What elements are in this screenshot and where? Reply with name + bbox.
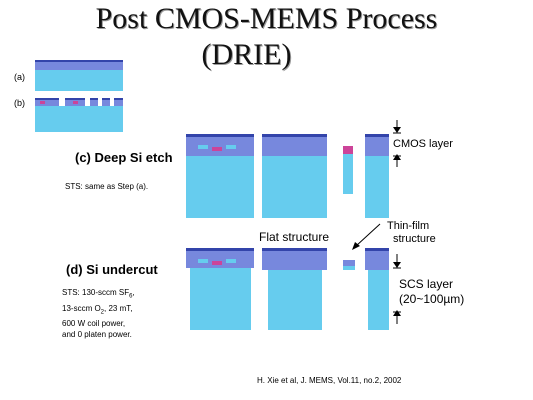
cmos-layer <box>186 134 254 156</box>
scs-layer-label-line1: SCS layer <box>399 277 454 291</box>
cmos-layer <box>365 248 389 270</box>
flat-structure-label: Flat structure <box>259 230 330 244</box>
step-c-note: STS: same as Step (a). <box>65 182 149 191</box>
step-d-note-line3: 600 W coil power, <box>62 319 126 329</box>
cmos-layer <box>262 248 327 270</box>
step-d-note-line4: and 0 platen power. <box>62 330 132 340</box>
step-d-heading: (d) Si undercut <box>66 262 158 277</box>
silicon-substrate <box>35 66 123 91</box>
step-d-note: STS: 130-sccm SF6, 13-sccm O2, 23 mT, 60… <box>62 287 135 340</box>
etch-opening <box>98 98 102 106</box>
step-c-structure <box>186 120 401 218</box>
thin-film-pointer <box>355 223 381 247</box>
cmos-layer <box>35 60 123 70</box>
metal-trace <box>73 101 78 104</box>
cmos-top-layer <box>35 60 123 62</box>
thin-film-label-line1: Thin-film <box>387 220 430 232</box>
arrow-head <box>393 154 401 160</box>
title-line2: (DRIE) <box>201 38 292 71</box>
silicon-pillar <box>368 270 389 330</box>
arrow-head <box>393 127 401 133</box>
cmos-layer <box>35 98 123 106</box>
cmos-top-layer <box>186 134 254 137</box>
step-d-structure <box>186 223 401 330</box>
step-d-note-line1: STS: 130-sccm SF6, <box>62 288 135 300</box>
metal-trace <box>198 259 208 263</box>
metal-trace <box>40 101 45 104</box>
metal-trace <box>343 146 353 154</box>
cmos-top-layer <box>186 248 254 251</box>
metal-trace <box>212 147 222 151</box>
silicon-substrate <box>35 106 123 132</box>
title-line1: Post CMOS-MEMS Process <box>95 2 438 35</box>
panel-a-wafer <box>35 60 123 91</box>
cmos-layer-label: CMOS layer <box>393 138 453 150</box>
panel-b-wafer <box>35 98 123 132</box>
cmos-top-layer <box>365 248 389 251</box>
etch-opening <box>110 98 114 106</box>
silicon-pillar <box>190 268 251 330</box>
metal-trace <box>212 261 222 265</box>
thin-film-cmos <box>343 260 355 266</box>
arrow-head <box>393 310 401 316</box>
metal-trace <box>198 145 208 149</box>
panel-label-b: (b) <box>14 98 25 108</box>
step-c-heading: (c) Deep Si etch <box>75 150 173 165</box>
scs-layer-label-line2: (20~100µm) <box>399 292 465 306</box>
metal-trace <box>226 145 236 149</box>
citation: H. Xie et al, J. MEMS, Vol.11, no.2, 200… <box>257 376 402 385</box>
arrow-head <box>352 242 360 250</box>
cmos-top-layer <box>365 134 389 137</box>
thin-film-label: Thin-film structure <box>385 220 436 246</box>
silicon-pillar <box>268 270 322 330</box>
arrow-head <box>393 262 401 268</box>
cmos-top-layer <box>262 248 327 251</box>
scs-layer-label: SCS layer (20~100µm) <box>399 277 464 307</box>
step-d-note-line2: 13-sccm O2, 23 mT, <box>62 303 133 316</box>
etch-opening <box>85 98 90 106</box>
cmos-layer <box>365 134 389 156</box>
metal-trace <box>226 259 236 263</box>
etch-opening <box>59 98 65 106</box>
cmos-top-layer <box>35 98 123 100</box>
cmos-layer <box>262 134 327 156</box>
panel-label-a: (a) <box>14 72 25 82</box>
cmos-top-layer <box>262 134 327 137</box>
thin-film-label-line2: structure <box>393 233 436 245</box>
silicon-beam <box>343 146 353 194</box>
